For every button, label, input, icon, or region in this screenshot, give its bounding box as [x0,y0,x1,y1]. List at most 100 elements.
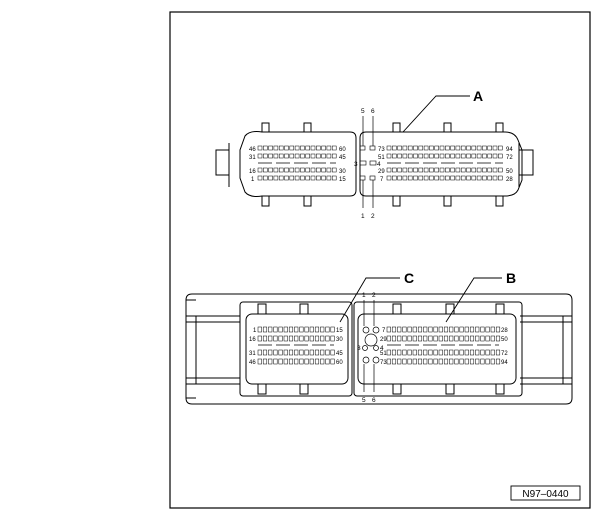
pin-cavity [402,175,408,181]
pin-cavity [386,153,392,159]
pin-cavity [407,153,413,159]
pin-cavity [283,326,288,333]
pin-cavity [418,175,424,181]
pin-cavity [492,175,498,181]
pin-cavity [429,167,434,173]
pin-cavity [397,335,402,342]
pin-cavity [423,167,429,173]
pin-cavity [445,175,450,181]
pin-cavity [278,175,284,181]
pin-cavity [407,335,412,342]
pin-cavity [449,326,454,333]
pin-cavity [449,358,454,365]
pin-cavity [460,167,466,173]
pin-cavity [386,349,391,356]
pin-cavity [471,175,477,181]
top-left-row4-start: 1 [251,177,255,183]
pin-cavity [257,326,262,333]
pin-cavity [273,335,278,342]
pin-cavity [460,145,466,151]
pin-cavity [487,153,492,159]
pin-cavity [487,175,492,181]
pin-cavity [294,167,300,173]
pin-cavity [283,358,288,365]
pin-cavity [495,358,501,365]
top-right-row4-start: 7 [380,177,384,183]
pin-cavity [273,175,279,181]
pin-cavity [466,167,471,173]
bottom-center-pin-2: 2 [372,292,376,299]
bottom-left-row2-start: 16 [249,337,256,343]
pin-cavity [498,175,503,181]
pin-cavity [386,175,392,181]
pin-cavity [278,167,284,173]
pin-cavity [397,349,402,356]
bottom-center-pin-4: 4 [380,345,384,352]
pin-cavity [482,167,487,173]
top-left-row2-end: 45 [339,155,346,161]
pin-cavity [330,326,335,333]
bottom-center-pin-block: 1 2 3 4 5 6 [357,292,384,404]
pin-cavity [278,326,283,333]
pin-cavity [476,175,482,181]
pin-cavity [386,145,392,151]
pin-cavity [495,335,501,342]
pin-cavity [391,349,397,356]
pin-cavity [438,326,443,333]
pin-cavity [412,349,417,356]
pin-cavity [480,335,485,342]
bottom-center-pin-3: 3 [357,345,361,352]
pin-cavity [466,175,471,181]
pin-cavity [326,167,332,173]
pin-cavity [294,326,299,333]
pin-cavity [397,358,402,365]
pin-cavity [262,335,268,342]
pin-cavity [459,349,464,356]
pin-cavity [284,145,289,151]
pin-cavity [418,153,424,159]
bottom-left-row4-start: 46 [249,360,256,366]
pin-cavity [273,358,278,365]
pin-cavity [429,145,434,151]
pin-cavity [300,167,305,173]
pin-cavity [320,349,325,356]
pin-cavity [439,175,445,181]
bottom-left-row1-end: 15 [336,328,343,334]
top-left-row3-start: 16 [249,169,256,175]
pin-cavity [438,349,443,356]
pin-cavity [407,167,413,173]
pin-cavity [429,175,434,181]
pin-cavity [331,145,337,151]
bottom-center-pin-5: 5 [362,397,366,404]
pin-cavity [314,358,320,365]
pin-cavity [268,145,273,151]
pin-cavity [455,153,461,159]
pin-cavity [495,349,501,356]
pin-cavity [459,358,464,365]
pin-cavity [278,145,284,151]
pin-cavity [304,349,309,356]
bottom-right-row4-start: 73 [380,360,387,366]
pin-cavity [449,335,454,342]
pin-cavity [475,358,480,365]
pin-cavity [459,335,464,342]
pin-cavity [485,326,490,333]
diagram-frame [169,11,591,509]
pin-cavity [498,153,503,159]
pin-cavity [268,326,273,333]
pin-cavity [263,153,268,159]
pin-cavity [305,153,310,159]
pin-cavity [305,145,310,151]
pin-cavity [309,349,314,356]
pin-cavity [278,153,284,159]
callout-c-label: C [404,270,414,286]
pin-cavity [273,153,279,159]
top-right-row1-start: 73 [378,147,385,153]
pin-cavity [294,349,299,356]
pin-cavity [476,153,482,159]
pin-cavity [305,175,310,181]
pin-cavity [407,358,412,365]
pin-cavity [299,358,304,365]
pin-cavity [438,335,443,342]
